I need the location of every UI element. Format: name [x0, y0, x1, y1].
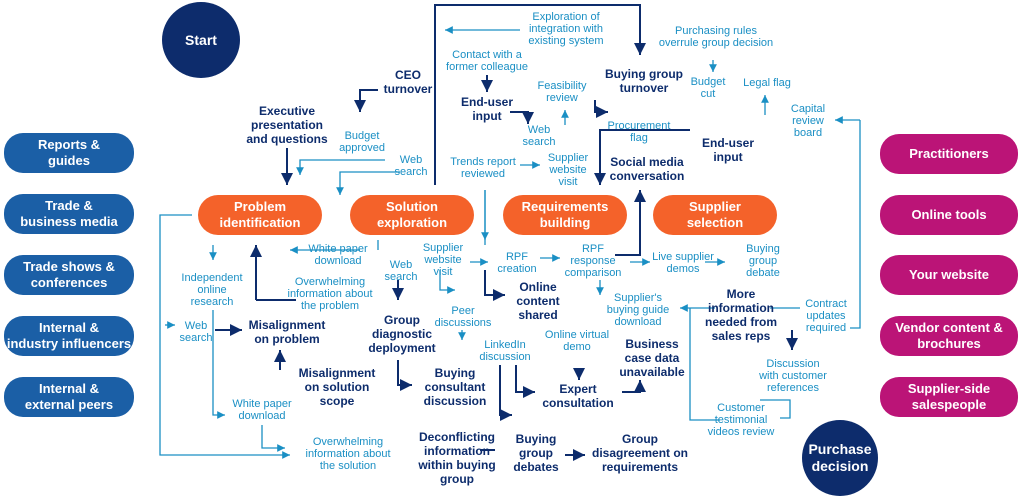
event-label: RPF response comparison	[564, 243, 622, 279]
event-label: CEO turnover	[383, 68, 433, 96]
channel-reports-guides: Reports & guides	[4, 133, 134, 173]
event-label: Buying group debate	[746, 243, 780, 279]
channel-trade-shows: Trade shows & conferences	[4, 255, 134, 295]
channel-online-tools: Online tools	[880, 195, 1018, 235]
channel-label: Internal & industry influencers	[6, 320, 132, 351]
event-label: End-user input	[460, 95, 514, 123]
channel-label: Trade shows & conferences	[23, 259, 115, 290]
event-label: Contact with a former colleague	[446, 49, 528, 73]
event-label: Online content shared	[516, 280, 560, 322]
event-label: End-user input	[701, 136, 755, 164]
channel-vendor-content: Vendor content & brochures	[880, 316, 1018, 356]
event-label: Contract updates required	[805, 298, 847, 334]
event-label: Group disagreement on requirements	[591, 432, 689, 474]
event-label: Purchasing rules overrule group decision	[658, 25, 774, 49]
event-label: Procurement flag	[607, 120, 671, 144]
event-label: Supplier website visit	[422, 242, 464, 278]
event-label: Buying group turnover	[605, 67, 683, 95]
event-label: Trends report reviewed	[450, 156, 516, 180]
event-label: Group diagnostic deployment	[368, 313, 436, 355]
event-label: Budget approved	[339, 130, 385, 154]
event-label: Overwhelming information about the probl…	[287, 276, 373, 312]
start-node: Start	[162, 2, 240, 78]
event-label: Social media conversation	[609, 155, 685, 183]
event-label: Feasibility review	[537, 80, 587, 104]
end-label: Purchase decision	[808, 441, 872, 474]
channel-label: Supplier-side salespeople	[907, 381, 991, 412]
event-label: Overwhelming information about the solut…	[305, 436, 391, 472]
event-label: Web search	[394, 154, 428, 178]
channel-industry-influencers: Internal & industry influencers	[4, 316, 134, 356]
event-label: Capital review board	[790, 103, 826, 139]
purchase-decision-node: Purchase decision	[802, 420, 878, 496]
event-label: Online virtual demo	[544, 329, 610, 353]
channel-label: Trade & business media	[20, 198, 118, 229]
channel-label: Vendor content & brochures	[895, 320, 1003, 351]
event-label: Legal flag	[743, 77, 791, 89]
event-label: Expert consultation	[542, 382, 614, 410]
event-label: Supplier's buying guide download	[606, 292, 670, 328]
event-label: Web search	[522, 124, 556, 148]
event-label: Misalignment on problem	[248, 318, 326, 346]
event-label: Buying group debates	[513, 432, 559, 474]
channel-supplier-salespeople: Supplier-side salespeople	[880, 377, 1018, 417]
event-label: Discussion with customer references	[759, 358, 827, 394]
event-label: Exploration of integration with existing…	[528, 11, 604, 47]
event-label: Budget cut	[690, 76, 726, 100]
event-label: Business case data unavailable	[619, 337, 685, 379]
event-label: RPF creation	[497, 251, 537, 275]
channel-label: Online tools	[911, 207, 987, 222]
event-label: Live supplier demos	[652, 251, 714, 275]
stage-label: Solution exploration	[376, 199, 448, 230]
event-label: Executive presentation and questions	[246, 104, 328, 146]
stage-supplier-selection: Supplier selection	[653, 195, 777, 235]
channel-label: Reports & guides	[37, 137, 101, 168]
channel-label: Your website	[909, 267, 989, 282]
event-label: Peer discussions	[434, 305, 492, 329]
stage-requirements-building: Requirements building	[503, 195, 627, 235]
channel-your-website: Your website	[880, 255, 1018, 295]
channel-label: Internal & external peers	[24, 381, 114, 412]
event-label: Buying consultant discussion	[423, 366, 487, 408]
event-label: LinkedIn discussion	[479, 339, 531, 363]
channel-trade-media: Trade & business media	[4, 194, 134, 234]
event-label: Web search	[179, 320, 213, 344]
stage-solution-exploration: Solution exploration	[350, 195, 474, 235]
event-label: Independent online research	[181, 272, 243, 308]
event-label: Supplier website visit	[547, 152, 589, 188]
event-label: Misalignment on solution scope	[298, 366, 376, 408]
event-label: Customer testimonial videos review	[707, 402, 775, 438]
event-label: White paper download	[308, 243, 368, 267]
event-label: Deconflicting information within buying …	[418, 430, 496, 486]
channel-peers: Internal & external peers	[4, 377, 134, 417]
channel-practitioners: Practitioners	[880, 134, 1018, 174]
stage-problem-identification: Problem identification	[198, 195, 322, 235]
stage-label: Supplier selection	[686, 199, 744, 230]
stage-label: Problem identification	[219, 199, 301, 230]
event-label: More information needed from sales reps	[704, 287, 778, 343]
start-label: Start	[185, 31, 217, 48]
channel-label: Practitioners	[909, 146, 989, 161]
stage-label: Requirements building	[521, 199, 609, 230]
event-label: White paper download	[232, 398, 292, 422]
event-label: Web search	[384, 259, 418, 283]
